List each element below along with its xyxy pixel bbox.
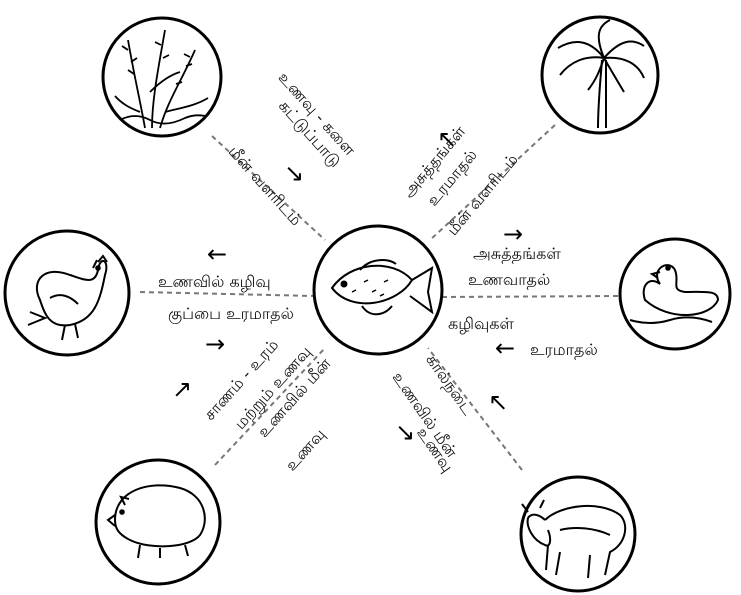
connector-duck xyxy=(442,296,620,297)
hen-arrow-top: ← xyxy=(207,242,227,266)
pig-arrow: ↗ xyxy=(172,377,192,401)
duck-label-2: உணவாதல் xyxy=(468,270,550,289)
hen-node xyxy=(5,231,129,355)
duck-arrow-bottom: ← xyxy=(495,336,515,360)
duck-label-4: உரமாதல் xyxy=(530,340,598,359)
connector-hen xyxy=(140,292,315,296)
cattle-node xyxy=(521,477,635,591)
duck-label-3: கழிவுகள் xyxy=(448,314,514,333)
pig-node xyxy=(96,460,220,584)
duck-arrow-top: → xyxy=(503,222,523,246)
duck-node xyxy=(620,239,730,349)
weed-arrow: ↘ xyxy=(284,161,304,185)
duck-label-1: அசுத்தங்கள் xyxy=(473,244,561,263)
palm-node xyxy=(542,17,658,133)
weed-node xyxy=(103,18,221,136)
hen-label-1: உணவில் கழிவு xyxy=(158,272,271,291)
hen-label-2: குப்பை உரமாதல் xyxy=(168,304,294,323)
fish-node xyxy=(314,226,442,354)
cattle-arrow-top: ↖ xyxy=(488,390,508,414)
cattle-arrow-bottom: ↘ xyxy=(395,420,415,444)
hen-arrow-bottom: → xyxy=(205,332,225,356)
